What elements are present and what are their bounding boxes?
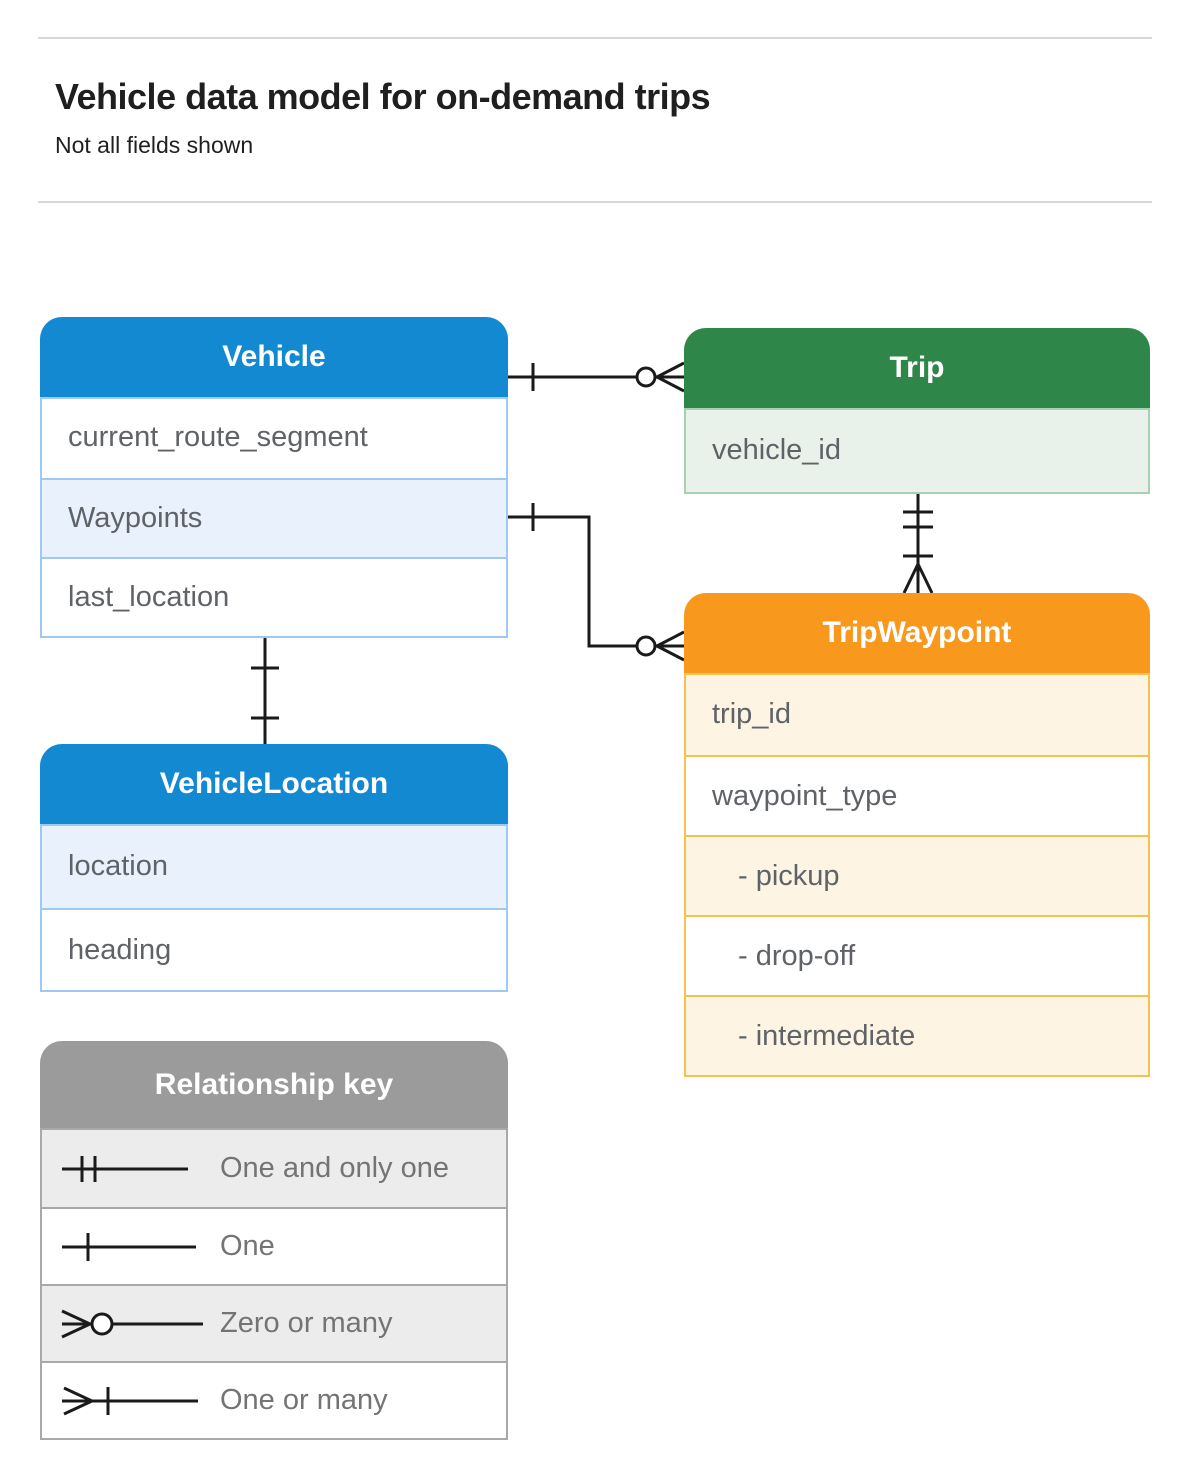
table-row: - drop-off: [686, 915, 1148, 995]
one-and-only-one-icon: [62, 1155, 188, 1182]
table-row: current_route_segment: [68, 421, 368, 453]
table-row: trip_id: [686, 675, 1148, 755]
table-row: - pickup: [686, 835, 1148, 915]
trip-table: Trip vehicle_id: [684, 328, 1150, 494]
zero-or-many-icon: [61, 1309, 203, 1338]
legend-row: One: [42, 1207, 506, 1284]
table-row: last_location: [42, 557, 506, 636]
page-title: Vehicle data model for on-demand trips: [55, 76, 711, 117]
trip-table-body: vehicle_id: [684, 408, 1150, 494]
trip-table-header: Trip: [684, 328, 1150, 408]
one-or-many-icon: [62, 1386, 198, 1415]
table-row: Waypoints: [42, 478, 506, 557]
legend-label: Zero or many: [220, 1307, 393, 1339]
relationship-key-body: One and only one One Zero or many: [40, 1128, 508, 1440]
legend-row: One and only one: [42, 1130, 506, 1207]
vehicle-location-table-header: VehicleLocation: [40, 744, 508, 824]
table-row: vehicle_id: [686, 410, 1148, 492]
connector-vehicle-vehiclelocation: [251, 634, 279, 744]
vehicle-table-header: Vehicle: [40, 317, 508, 397]
trip-waypoint-table-body: trip_id waypoint_type - pickup - drop-of…: [684, 673, 1150, 1077]
table-row: heading: [42, 908, 506, 990]
connector-vehicle-trip: [508, 361, 685, 393]
table-row: location: [42, 826, 506, 908]
vehicle-table: Vehicle current_route_segment Waypoints …: [40, 317, 508, 638]
vehicle-location-table: VehicleLocation location heading: [40, 744, 508, 992]
relationship-key-header: Relationship key: [40, 1041, 508, 1128]
legend-label: One and only one: [220, 1152, 449, 1184]
legend-row: One or many: [42, 1361, 506, 1438]
table-row: - intermediate: [686, 995, 1148, 1075]
connector-trip-tripwaypoint: [902, 490, 934, 594]
table-row: waypoint_type: [686, 755, 1148, 835]
legend-label: One or many: [220, 1384, 388, 1416]
trip-waypoint-table: TripWaypoint trip_id waypoint_type - pic…: [684, 593, 1150, 1077]
legend-label: One: [220, 1230, 275, 1262]
trip-waypoint-table-header: TripWaypoint: [684, 593, 1150, 673]
vehicle-table-body: current_route_segment Waypoints last_loc…: [40, 397, 508, 638]
one-icon: [62, 1232, 196, 1261]
connector-waypoints-tripwaypoint: [508, 503, 685, 662]
header-divider: [38, 201, 1152, 203]
vehicle-location-table-body: location heading: [40, 824, 508, 992]
relationship-key: Relationship key One and only one One: [40, 1041, 508, 1440]
legend-row: Zero or many: [42, 1284, 506, 1361]
top-divider: [38, 37, 1152, 39]
page-subtitle: Not all fields shown: [55, 132, 254, 158]
